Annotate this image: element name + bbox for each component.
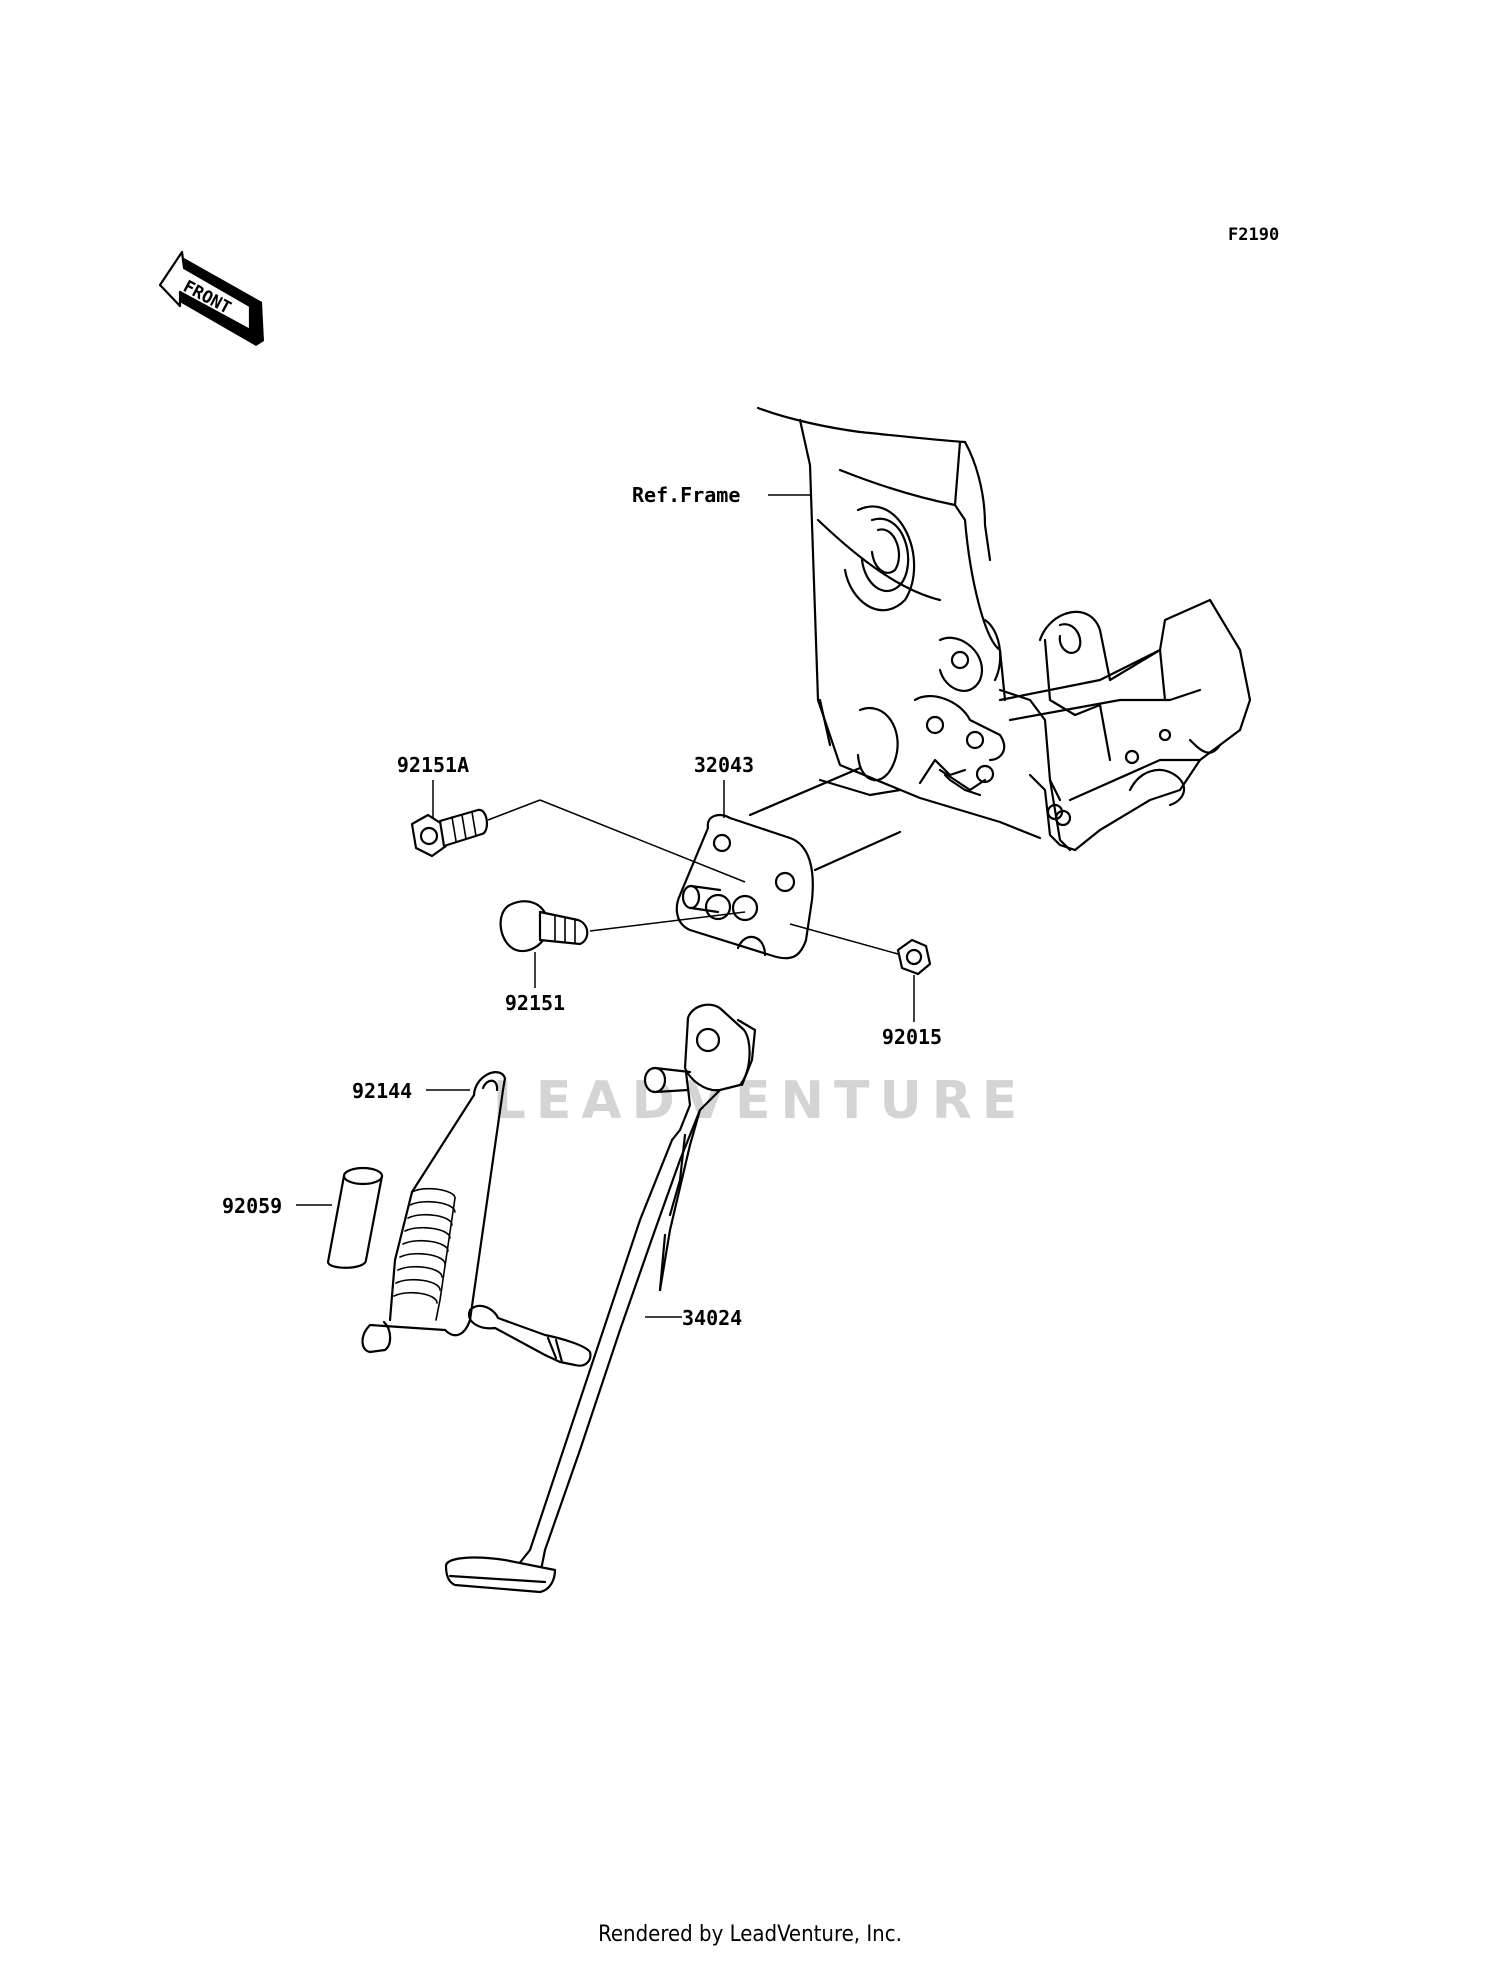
frame-outline [756,406,1252,852]
part-label-92144: 92144 [352,1079,412,1103]
part-label-32043: 32043 [694,753,754,777]
watermark-text: LEADVENTURE [493,1071,1028,1131]
reference-frame-label: Ref.Frame [632,483,740,507]
bolt-92151a [410,808,488,858]
figure-code: F2190 [1228,225,1279,245]
bolt-92151a-leader [487,799,541,821]
part-label-92015: 92015 [882,1025,942,1049]
nut-92015 [896,938,932,976]
part-label-92151a: 92151A [397,753,469,777]
part-label-92151: 92151 [505,991,565,1015]
bolt-92151-leader [589,911,746,932]
frame-cross-tube [748,766,902,872]
bolt-92151 [499,900,589,953]
side-stand-34024 [444,1003,757,1594]
footer-credit: Rendered by LeadVenture, Inc. [598,1922,902,1947]
spring-92144 [361,1071,507,1354]
part-label-92059: 92059 [222,1194,282,1218]
front-arrow-icon: FRONT [158,250,264,346]
nut-92015-leader [789,923,899,955]
bracket-32043 [675,813,814,960]
part-label-34024: 34024 [682,1306,742,1330]
spring-coils [393,1187,456,1321]
collar-92059 [326,1166,384,1269]
